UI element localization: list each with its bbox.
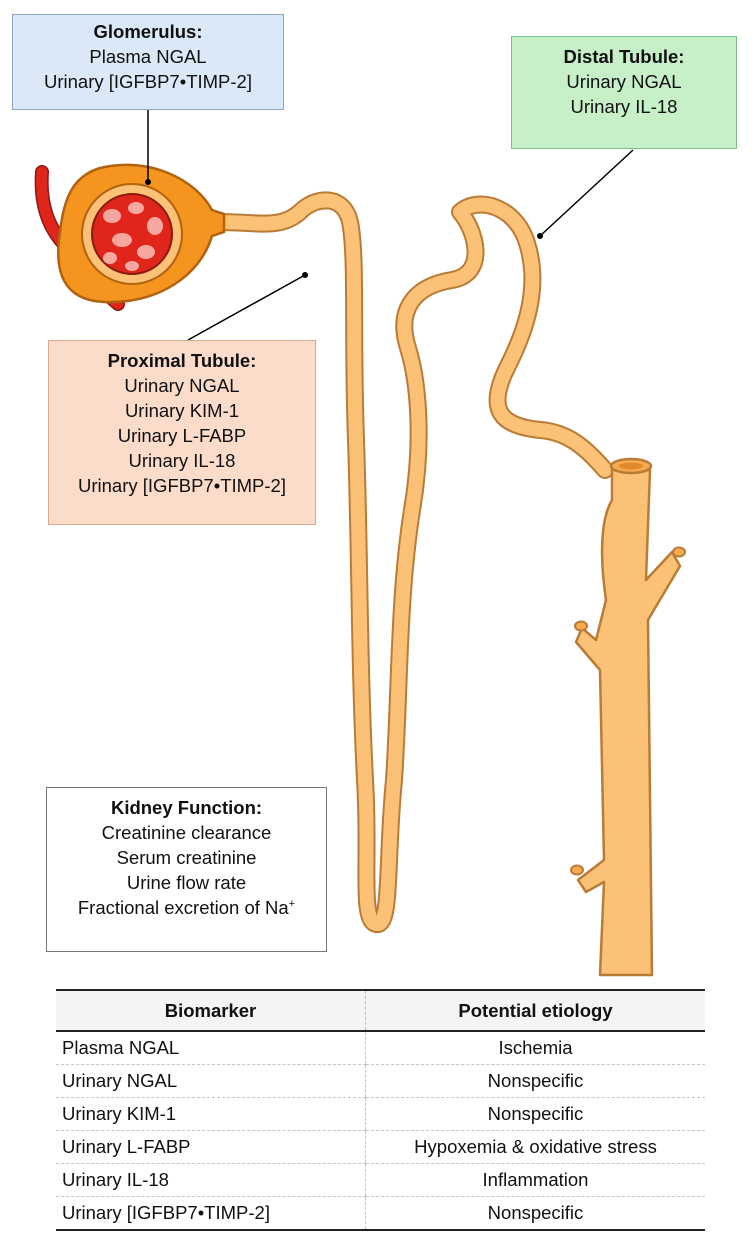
distal-tubule-label-box: Distal Tubule: Urinary NGAL Urinary IL-1… — [511, 36, 737, 149]
proximal-tubule-title: Proximal Tubule: — [49, 348, 315, 373]
glomerulus-label-box: Glomerulus: Plasma NGAL Urinary [IGFBP7•… — [12, 14, 284, 110]
collecting-duct — [571, 459, 685, 975]
table-header-row: Biomarker Potential etiology — [56, 990, 705, 1031]
fe-na-superscript: + — [289, 898, 295, 910]
proximal-tubule-label-box: Proximal Tubule: Urinary NGAL Urinary KI… — [48, 340, 316, 525]
column-header-biomarker: Biomarker — [56, 990, 366, 1031]
table-row: Urinary IL-18 Inflammation — [56, 1164, 705, 1197]
kidney-function-title: Kidney Function: — [47, 795, 326, 820]
proximal-tubule-marker: Urinary NGAL — [49, 373, 315, 398]
distal-tubule-marker: Urinary IL-18 — [512, 94, 736, 119]
biomarker-cell: Urinary [IGFBP7•TIMP-2] — [56, 1197, 366, 1231]
glomerulus-marker: Urinary [IGFBP7•TIMP-2] — [13, 69, 283, 94]
etiology-cell: Nonspecific — [366, 1098, 706, 1131]
kidney-function-measure-sodium: Fractional excretion of Na+ — [47, 895, 326, 920]
kidney-function-measure: Creatinine clearance — [47, 820, 326, 845]
column-header-etiology: Potential etiology — [366, 990, 706, 1031]
table-row: Urinary [IGFBP7•TIMP-2] Nonspecific — [56, 1197, 705, 1231]
biomarker-cell: Urinary KIM-1 — [56, 1098, 366, 1131]
glomerulus-capillaries — [92, 194, 172, 274]
leader-line-distal — [540, 150, 633, 236]
biomarker-cell: Plasma NGAL — [56, 1031, 366, 1065]
etiology-cell: Nonspecific — [366, 1197, 706, 1231]
proximal-tubule-marker: Urinary KIM-1 — [49, 398, 315, 423]
proximal-tubule-marker: Urinary [IGFBP7•TIMP-2] — [49, 473, 315, 498]
etiology-cell: Inflammation — [366, 1164, 706, 1197]
biomarker-cell: Urinary IL-18 — [56, 1164, 366, 1197]
table-row: Urinary KIM-1 Nonspecific — [56, 1098, 705, 1131]
kidney-function-measure: Serum creatinine — [47, 845, 326, 870]
glomerulus-marker: Plasma NGAL — [13, 44, 283, 69]
glomerulus-title: Glomerulus: — [13, 19, 283, 44]
distal-tubule-title: Distal Tubule: — [512, 44, 736, 69]
proximal-tubule-marker: Urinary IL-18 — [49, 448, 315, 473]
etiology-cell: Hypoxemia & oxidative stress — [366, 1131, 706, 1164]
biomarker-cell: Urinary L-FABP — [56, 1131, 366, 1164]
table-row: Urinary L-FABP Hypoxemia & oxidative str… — [56, 1131, 705, 1164]
etiology-cell: Nonspecific — [366, 1065, 706, 1098]
table-row: Urinary NGAL Nonspecific — [56, 1065, 705, 1098]
table-row: Plasma NGAL Ischemia — [56, 1031, 705, 1065]
biomarker-table: Biomarker Potential etiology Plasma NGAL… — [56, 989, 705, 1231]
kidney-function-label-box: Kidney Function: Creatinine clearance Se… — [46, 787, 327, 952]
distal-tubule-marker: Urinary NGAL — [512, 69, 736, 94]
biomarker-cell: Urinary NGAL — [56, 1065, 366, 1098]
fe-na-text: Fractional excretion of Na — [78, 897, 289, 918]
etiology-cell: Ischemia — [366, 1031, 706, 1065]
proximal-tubule-marker: Urinary L-FABP — [49, 423, 315, 448]
kidney-function-measure: Urine flow rate — [47, 870, 326, 895]
leader-line-proximal — [188, 275, 305, 340]
